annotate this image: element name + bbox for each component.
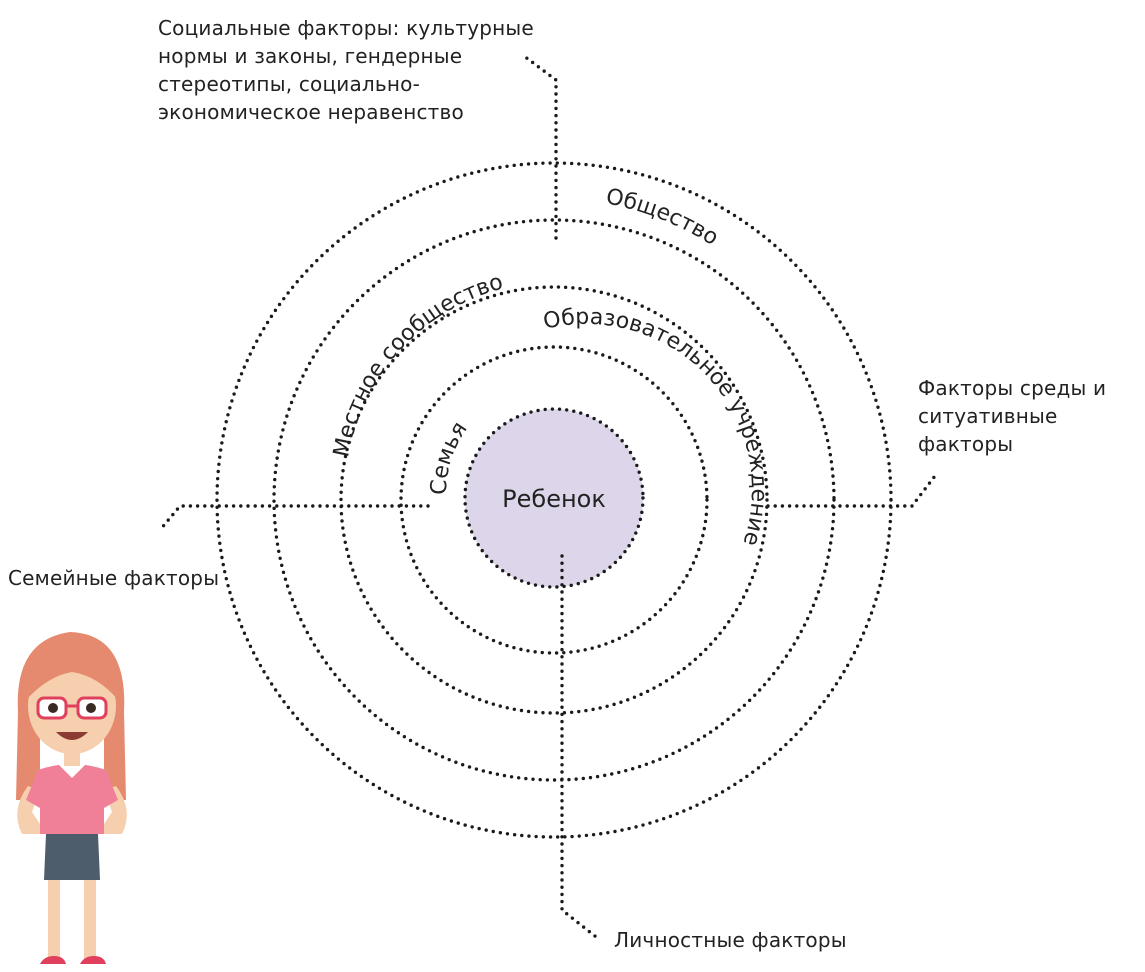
ring-label-family: Семья bbox=[427, 417, 473, 495]
social-factors-label: Социальные факторы: культурные нормы и з… bbox=[158, 16, 534, 124]
ring-family bbox=[399, 345, 709, 655]
family-factors-label: Семейные факторы bbox=[8, 566, 220, 590]
ring-label-society: Общество bbox=[604, 184, 723, 251]
connector-lines bbox=[158, 54, 940, 942]
rings bbox=[215, 161, 893, 839]
environment-factors-label: Факторы среды и ситуативные факторы bbox=[918, 376, 1107, 456]
ring-label-community: Местное сообщество bbox=[329, 270, 506, 460]
ring-school bbox=[339, 285, 769, 715]
child-label: Ребенок bbox=[502, 485, 606, 513]
ring-community bbox=[272, 218, 836, 782]
family-connector bbox=[158, 504, 430, 532]
child-circle bbox=[463, 407, 645, 589]
ring-society bbox=[215, 161, 893, 839]
environment-connector bbox=[766, 470, 940, 508]
personal-connector bbox=[560, 554, 602, 942]
social-connector bbox=[522, 54, 558, 240]
girl-with-glasses-icon bbox=[16, 632, 127, 964]
personal-factors-label: Личностные факторы bbox=[614, 928, 847, 952]
